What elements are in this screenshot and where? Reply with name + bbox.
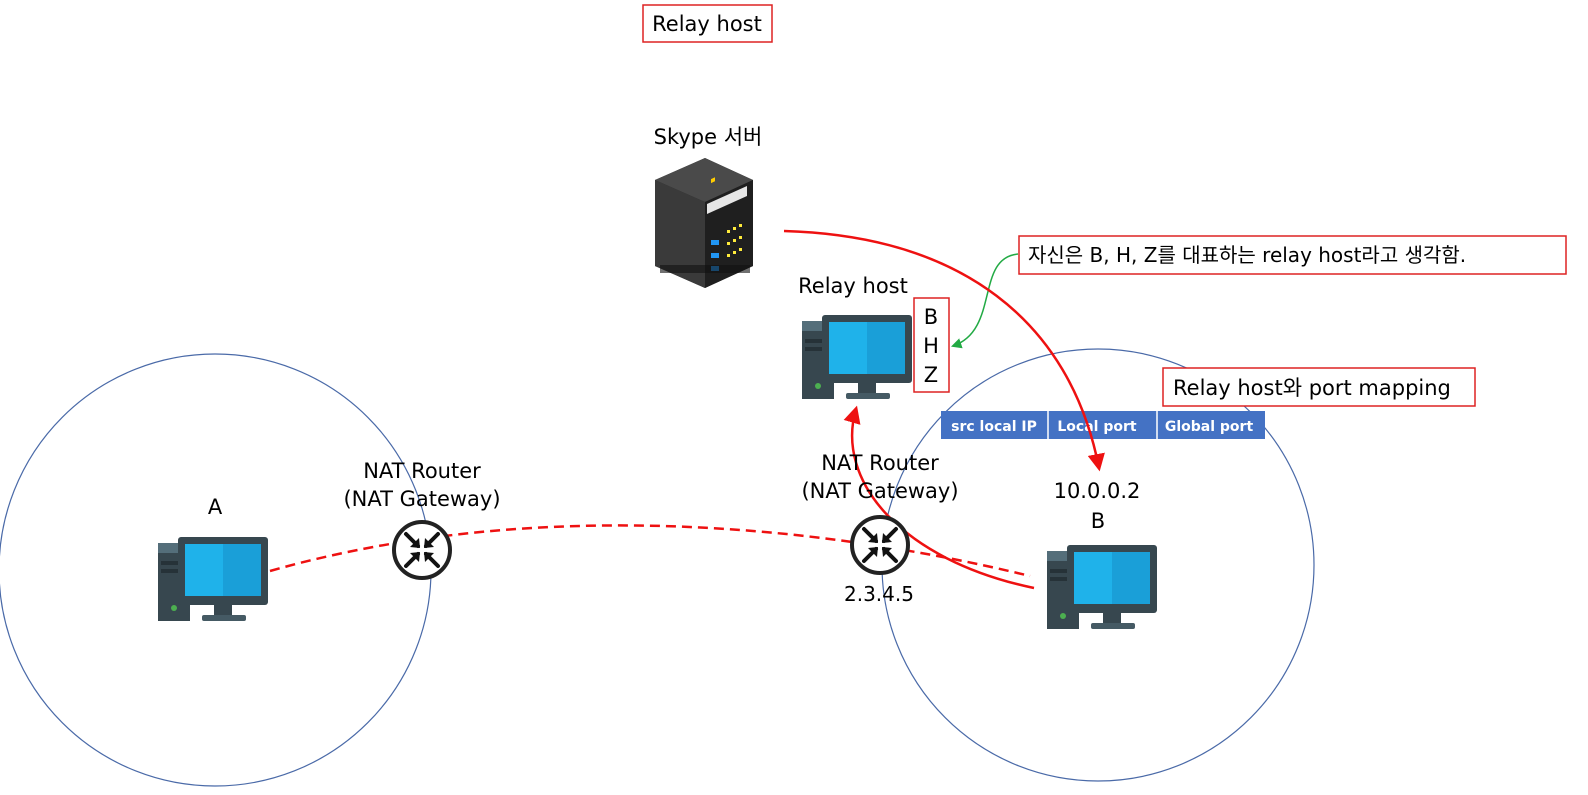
- router-icon: [392, 520, 452, 580]
- title-text: Relay host: [652, 12, 762, 36]
- represented-host-h: H: [923, 334, 939, 358]
- relay-note-box: [1018, 235, 1567, 275]
- nat-right-global-ip: 2.3.4.5: [844, 582, 914, 606]
- relay-represented-box: [913, 297, 950, 393]
- port-mapping-title-box: [1162, 367, 1476, 407]
- host-a-computer-icon: [158, 537, 268, 621]
- router-icon: [850, 515, 910, 575]
- relay-note-text: 자신은 B, H, Z를 대표하는 relay host라고 생각함.: [1028, 243, 1466, 267]
- server-to-b-path: [783, 229, 1105, 472]
- nat-right-line1: NAT Router: [821, 451, 939, 475]
- host-b-label: B: [1091, 509, 1105, 533]
- nat-left-line1: NAT Router: [363, 459, 481, 483]
- host-b-ip: 10.0.0.2: [1054, 479, 1141, 503]
- note-callout-arrow: [951, 253, 1019, 349]
- relay-label: Relay host: [798, 274, 908, 298]
- column-local-port: Local port: [1057, 419, 1137, 435]
- server-rack-icon: [655, 158, 753, 288]
- column-src-local-ip: src local IP: [951, 419, 1037, 435]
- b-to-relay-path: [843, 405, 1035, 590]
- represented-host-z: Z: [924, 363, 938, 387]
- port-mapping-title: Relay host와 port mapping: [1173, 376, 1451, 400]
- host-a-label: A: [208, 495, 223, 519]
- host-b-computer-icon: [1047, 545, 1157, 629]
- nat-left-line2: (NAT Gateway): [343, 487, 500, 511]
- port-mapping-table-header: src local IP Local port Global port: [941, 411, 1265, 439]
- represented-host-b: B: [924, 305, 938, 329]
- relay-computer-icon: [802, 315, 912, 399]
- title-box: [642, 4, 773, 43]
- server-label: Skype 서버: [654, 125, 763, 149]
- a-to-b-dashed-path: [269, 524, 1031, 578]
- column-global-port: Global port: [1165, 419, 1254, 435]
- nat-right-line2: (NAT Gateway): [801, 479, 958, 503]
